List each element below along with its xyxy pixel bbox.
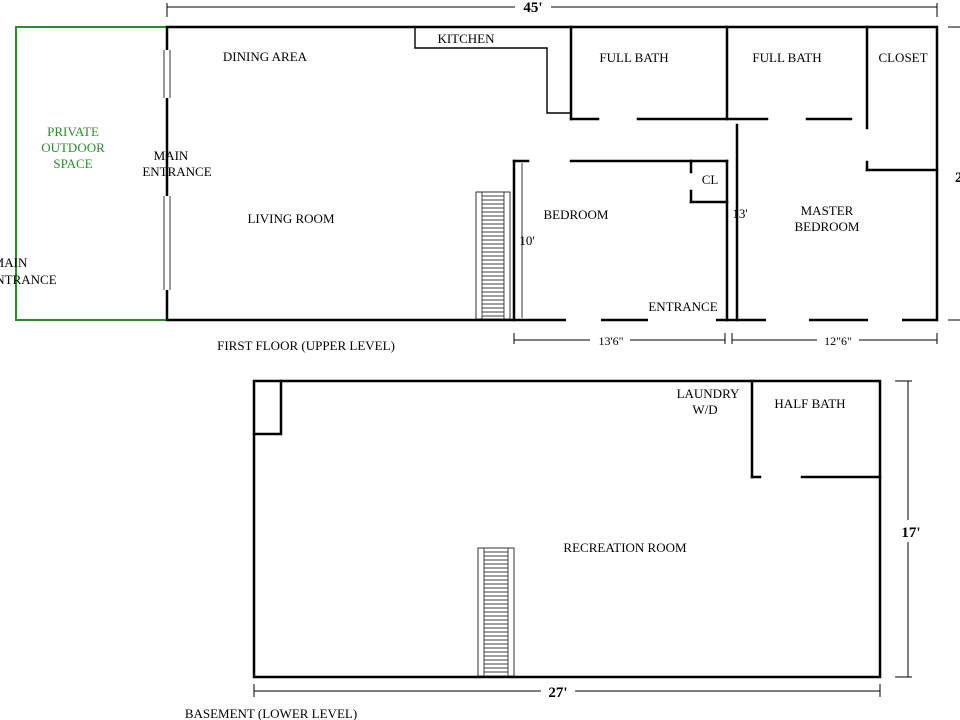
bedroom-label: BEDROOM	[543, 207, 608, 222]
main-entrance-outer-line-1: MAIN	[0, 255, 28, 270]
recreation-room-label: RECREATION ROOM	[563, 540, 687, 555]
main-entrance-inner-line-2: ENTRANCE	[142, 164, 211, 179]
closet-label: CLOSET	[878, 50, 927, 65]
bedroom-walls	[512, 159, 729, 322]
laundry-label-line-1: LAUNDRY	[677, 386, 740, 401]
laundry-label-line-2: W/D	[692, 402, 717, 417]
master-height-dimension: 13'	[732, 206, 747, 221]
full-bath-2-label: FULL BATH	[752, 50, 821, 65]
first-floor-caption: FIRST FLOOR (UPPER LEVEL)	[217, 338, 395, 353]
main-entrance-door	[163, 50, 171, 290]
first-floor-plan: 45' 2	[0, 0, 960, 353]
basement-width-label: 27'	[548, 685, 567, 701]
kitchen-label: KITCHEN	[437, 31, 495, 46]
outdoor-label-line-3: SPACE	[53, 156, 92, 171]
bathroom-walls	[569, 25, 939, 172]
basement-stairs	[477, 547, 515, 677]
basement-plan: 17' 27' LAUNDRY W/D HALF BATH RECREATION…	[185, 379, 928, 720]
dining-area-label: DINING AREA	[223, 49, 308, 64]
main-entrance-outer-line-2: ENTRANCE	[0, 272, 57, 287]
right-dimension-label: 2	[955, 170, 960, 186]
basement-caption: BASEMENT (LOWER LEVEL)	[185, 706, 357, 720]
small-closet-label: CL	[702, 172, 719, 187]
basement-exterior-walls	[252, 379, 882, 679]
half-bath-walls	[750, 379, 882, 479]
living-room-label: LIVING ROOM	[247, 211, 334, 226]
basement-height-label: 17'	[901, 525, 920, 541]
half-bath-label: HALF BATH	[774, 396, 845, 411]
bedroom-height-dimension: 10'	[519, 233, 534, 248]
right-dimension-ticks	[948, 26, 960, 321]
basement-corner-closet	[252, 379, 283, 436]
basement-width-dimension	[253, 683, 881, 699]
master-bedroom-line-1: MASTER	[801, 203, 854, 218]
exterior-walls	[165, 25, 939, 322]
master-bedroom-line-2: BEDROOM	[794, 219, 859, 234]
bedroom-width-label: 13'6"	[598, 334, 623, 348]
main-entrance-inner-line-1: MAIN	[154, 148, 189, 163]
outdoor-label-line-2: OUTDOOR	[41, 140, 105, 155]
master-width-dimension	[731, 333, 938, 346]
full-bath-1-label: FULL BATH	[599, 50, 668, 65]
kitchen-counter	[414, 27, 571, 114]
entrance-label: ENTRANCE	[648, 299, 717, 314]
bedroom-width-dimension	[513, 333, 726, 346]
outdoor-space-outline	[15, 26, 167, 321]
overall-width-label: 45'	[523, 0, 542, 16]
overall-width-dimension	[166, 0, 938, 17]
master-width-label: 12"6"	[824, 334, 852, 348]
outdoor-label-line-1: PRIVATE	[47, 124, 99, 139]
first-floor-stairs	[475, 191, 511, 320]
